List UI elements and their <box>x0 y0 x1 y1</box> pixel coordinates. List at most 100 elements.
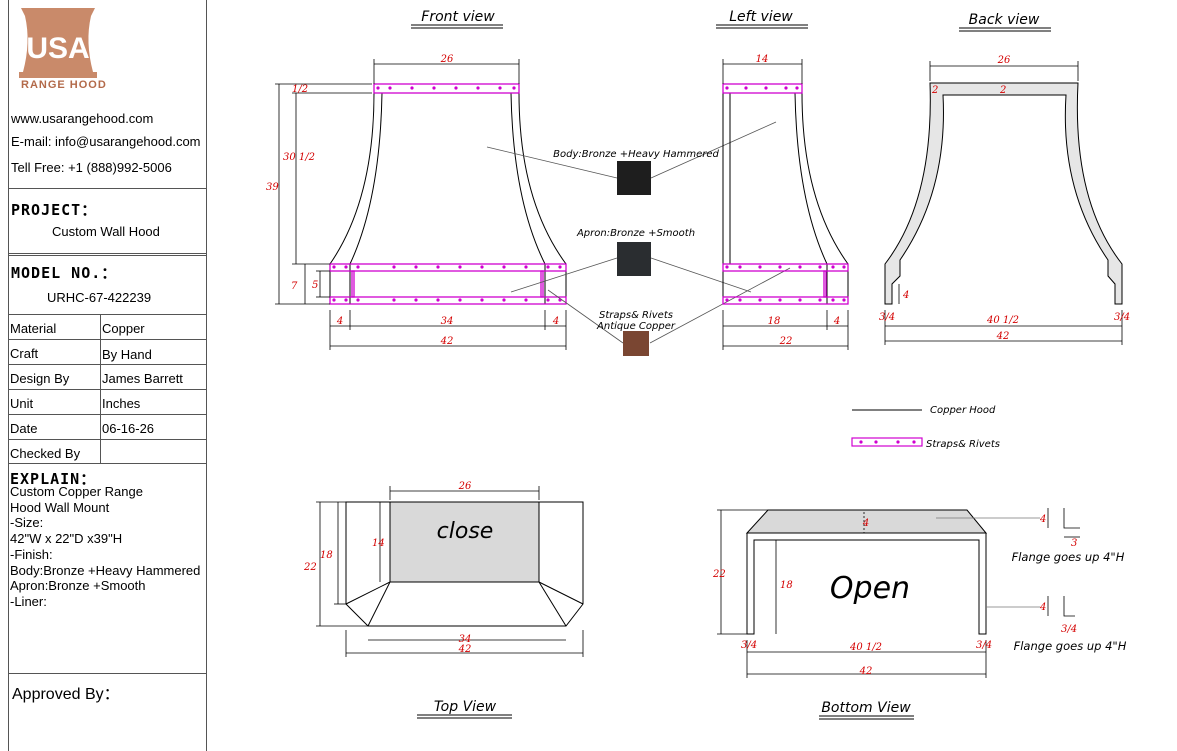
spec-label-material: Material <box>10 321 57 336</box>
svg-text:Left view: Left view <box>729 9 793 25</box>
spec-label-design-by: Design By <box>10 371 70 386</box>
rivet <box>725 86 729 90</box>
bottom-dim-labels: 4 22 18 3/4 40 1/2 3/4 42 <box>712 518 992 677</box>
rivet <box>392 265 396 269</box>
top-dimensions <box>316 486 584 657</box>
rivet <box>454 86 458 90</box>
rivet <box>738 298 742 302</box>
svg-text:14: 14 <box>372 538 385 549</box>
svg-text:18: 18 <box>768 316 781 327</box>
svg-text:4: 4 <box>552 316 559 327</box>
rivet <box>818 298 822 302</box>
svg-text:34: 34 <box>459 634 472 645</box>
rivet <box>458 298 462 302</box>
rivet <box>874 440 878 444</box>
rivet <box>414 298 418 302</box>
rivet <box>744 86 748 90</box>
straps-finish-label-2: Antique Copper <box>596 321 676 332</box>
rivet <box>896 440 900 444</box>
svg-text:USA: USA <box>26 32 89 65</box>
svg-text:42: 42 <box>458 644 472 655</box>
svg-text:Top View: Top View <box>434 699 497 715</box>
approved-heading: Approved By： <box>12 686 120 703</box>
legend-straps-label: Straps& Rivets <box>926 439 1000 450</box>
top-view-state: close <box>437 519 494 544</box>
finish-callouts <box>486 121 791 344</box>
legend: Copper Hood Straps& Rivets <box>851 405 1000 450</box>
technical-drawing: Front view Left view Back view Top View … <box>266 9 1130 720</box>
body-finish-label: Body:Bronze +Heavy Hammered <box>553 149 719 160</box>
project-value: Custom Wall Hood <box>52 224 160 239</box>
bottom-dimensions <box>717 509 1040 678</box>
rivet <box>524 298 528 302</box>
svg-text:18: 18 <box>320 550 333 561</box>
svg-text:26: 26 <box>458 481 472 492</box>
apron-finish-label: Apron:Bronze +Smooth <box>576 228 695 239</box>
explain-line: Hood Wall Mount <box>10 499 110 515</box>
rivet <box>842 298 846 302</box>
svg-text:26: 26 <box>997 55 1011 66</box>
rivet <box>831 265 835 269</box>
email: E-mail: info@usarangehood.com <box>11 134 201 149</box>
rivet <box>410 86 414 90</box>
spec-label-date: Date <box>10 421 38 436</box>
website: www.usarangehood.com <box>11 111 154 126</box>
rivet <box>436 298 440 302</box>
spec-label-craft: Craft <box>10 346 39 361</box>
rivet <box>480 265 484 269</box>
svg-text:42: 42 <box>440 336 454 347</box>
flange-h1: 4 <box>1039 514 1046 525</box>
svg-text:22: 22 <box>712 569 726 580</box>
spec-value-unit: Inches <box>102 396 141 411</box>
left-dimensions <box>722 59 849 350</box>
svg-text:4: 4 <box>902 290 909 301</box>
rivet <box>458 265 462 269</box>
back-view <box>884 82 1123 305</box>
rivet <box>480 298 484 302</box>
svg-text:22: 22 <box>779 336 793 347</box>
svg-text:34: 34 <box>441 316 454 327</box>
rivet <box>725 298 729 302</box>
body-swatch <box>617 161 651 195</box>
svg-text:4: 4 <box>833 316 840 327</box>
rivet <box>758 298 762 302</box>
svg-text:4: 4 <box>336 316 343 327</box>
rivet <box>512 86 516 90</box>
rivet <box>912 440 916 444</box>
svg-text:4: 4 <box>862 518 869 529</box>
rivet <box>842 265 846 269</box>
rivet <box>818 265 822 269</box>
flange-detail-1 <box>1047 508 1080 538</box>
explain-line: 42"W x 22"D x39"H <box>10 531 123 547</box>
flange-h2: 4 <box>1039 602 1046 613</box>
straps-swatch <box>623 331 649 356</box>
title-block: USA RANGE HOOD www.usarangehood.com E-ma… <box>8 0 207 751</box>
rivet <box>502 265 506 269</box>
svg-text:3/4: 3/4 <box>976 640 992 651</box>
rivet <box>332 265 336 269</box>
front-dim-labels: 26 1/2 30 1/2 39 7 5 4 34 4 42 <box>266 54 559 347</box>
svg-text:39: 39 <box>266 182 279 193</box>
flange-w1: 3 <box>1071 538 1077 549</box>
rivet <box>498 86 502 90</box>
flange-detail-2 <box>1047 596 1075 617</box>
bottom-view <box>745 509 988 635</box>
rivet <box>798 298 802 302</box>
rivet <box>778 265 782 269</box>
usa-range-hood-logo: USA <box>19 8 97 78</box>
front-view <box>329 92 567 305</box>
svg-text:Back view: Back view <box>969 12 1040 28</box>
rivet <box>344 298 348 302</box>
rivet <box>795 86 799 90</box>
apron-swatch <box>617 242 651 276</box>
svg-text:42: 42 <box>859 666 873 677</box>
view-title-front: Front view <box>411 9 503 29</box>
rivet <box>432 86 436 90</box>
rivet <box>344 265 348 269</box>
svg-text:2: 2 <box>931 85 938 96</box>
svg-text:1/2: 1/2 <box>292 84 308 95</box>
rivet <box>859 440 863 444</box>
view-title-top: Top View <box>417 699 512 719</box>
flange-label-1: Flange goes up 4"H <box>1012 550 1125 564</box>
flange-w2: 3/4 <box>1061 624 1077 635</box>
